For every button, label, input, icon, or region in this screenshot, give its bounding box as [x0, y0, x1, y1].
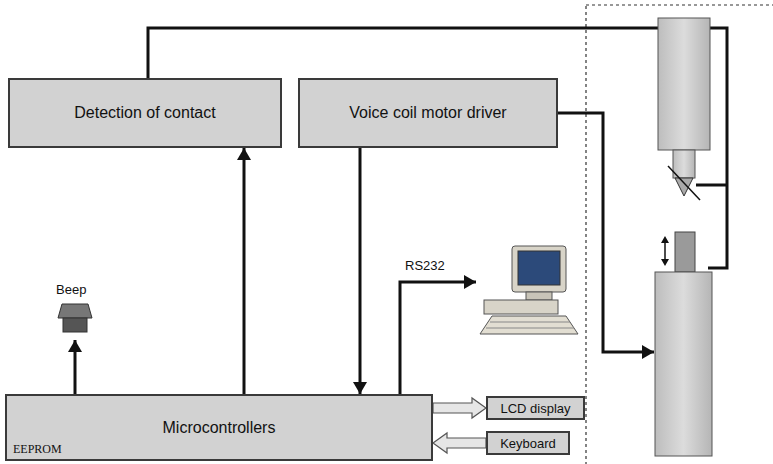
box-title: LCD display [492, 401, 578, 416]
electrode-tip [675, 178, 693, 196]
box-note: EEPROM [13, 442, 62, 457]
process-box: MicrocontrollersEEPROM [5, 394, 433, 461]
voice-coil-motor [655, 272, 712, 456]
box-title: Keyboard [492, 436, 564, 451]
motion-arrow [664, 240, 666, 262]
box-title: Voice coil motor driver [341, 104, 514, 122]
coil-wire [558, 113, 654, 352]
detection-wire [696, 184, 727, 187]
beep-arrow [74, 340, 77, 394]
block-arrow [433, 398, 486, 418]
process-box: LCD display [486, 396, 585, 420]
process-box: Keyboard [486, 431, 570, 455]
moving-probe [675, 232, 695, 272]
signal-arrow [243, 148, 246, 394]
signal-arrow [359, 148, 362, 394]
signal-name: RS232 [405, 258, 445, 273]
contact-pointer [668, 166, 700, 200]
box-title: Microcontrollers [155, 419, 284, 437]
motion-arrow [661, 236, 669, 266]
block-arrow [433, 433, 486, 453]
process-box: Detection of contact [8, 78, 282, 148]
speaker-icon [58, 304, 92, 318]
housing-outline [586, 5, 773, 464]
upper-electrode [658, 18, 710, 150]
speaker-icon [63, 318, 87, 332]
box-title: Detection of contact [66, 104, 223, 122]
rs232-line [400, 282, 476, 394]
detection-wire [148, 28, 727, 268]
device-label: Beep [56, 282, 86, 297]
computer-icon [480, 246, 578, 334]
process-box: Voice coil motor driver [298, 78, 558, 148]
